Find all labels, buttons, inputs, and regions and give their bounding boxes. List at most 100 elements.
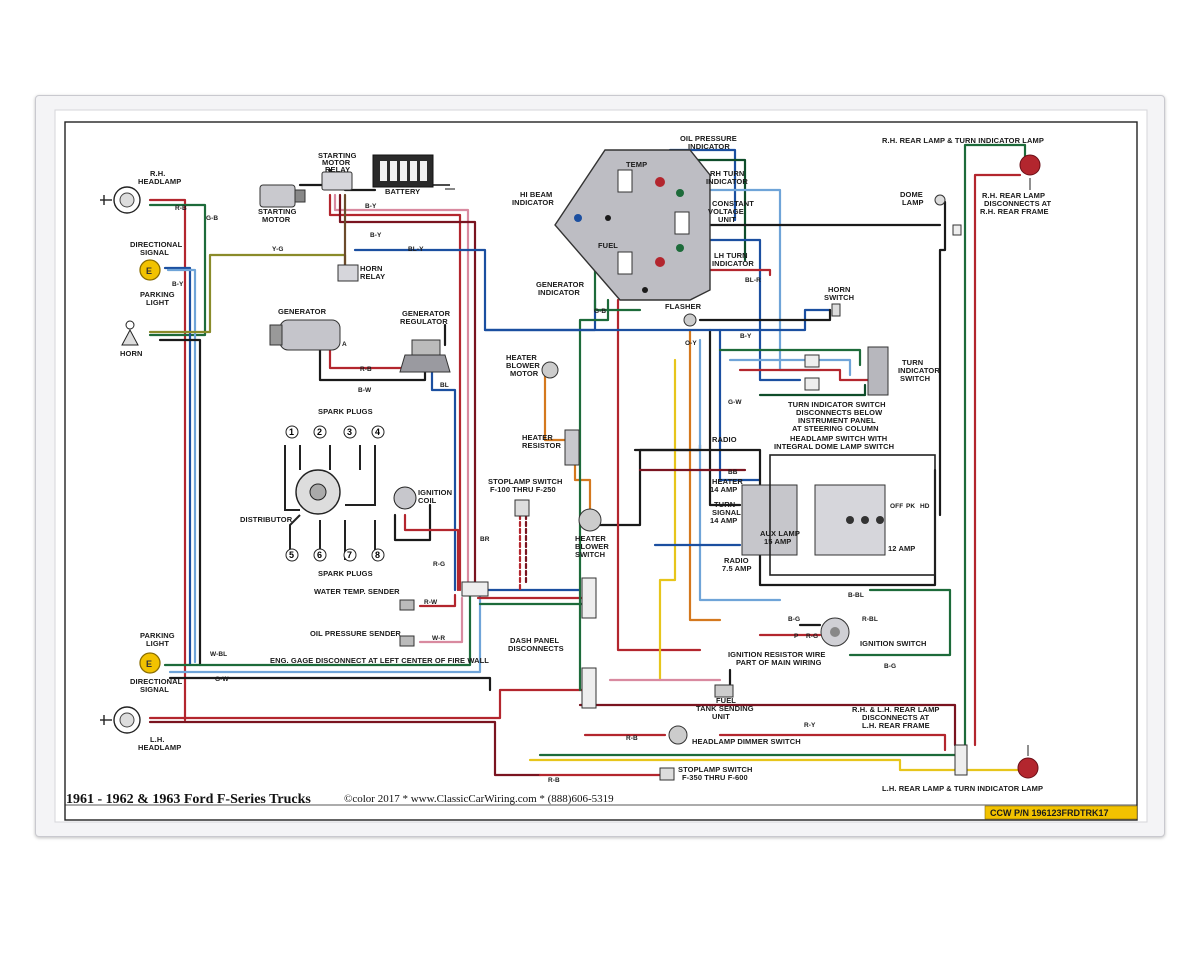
flasher-label: FLASHER — [665, 302, 702, 311]
stoplamp-switch-f350-label: STOPLAMP SWITCH F-350 THRU F-600 — [678, 765, 755, 782]
wire-code: O-Y — [685, 340, 697, 347]
generator-indicator-label: GENERATOR INDICATOR — [536, 280, 586, 297]
wire-code: B-G — [788, 616, 800, 623]
wire-code: R-G — [806, 633, 818, 640]
diagram-frame — [64, 121, 1138, 821]
water-temp-sender-icon — [399, 599, 415, 611]
wire-code: BL — [440, 382, 449, 389]
pk-label: PK — [906, 503, 915, 510]
wire-code: W-BL — [210, 651, 227, 658]
flasher-icon — [683, 313, 697, 327]
off-label: OFF — [890, 503, 903, 510]
lh-rear-lamp-icon — [1017, 745, 1039, 779]
oil-pressure-sender-label: OIL PRESSURE SENDER — [310, 629, 401, 638]
svg-text:E: E — [146, 266, 152, 276]
dome-lamp-label: DOME LAMP — [900, 190, 925, 207]
svg-text:6: 6 — [317, 550, 322, 560]
rh-lh-rear-disconnect-label: R.H. & L.H. REAR LAMP DISCONNECTS AT L.H… — [852, 705, 942, 730]
generator-regulator-label: GENERATOR REGULATOR — [400, 309, 452, 326]
heater-blower-switch-icon — [578, 508, 602, 532]
spark-plugs-top-icons: 1 2 3 4 — [285, 425, 385, 439]
rh-headlamp-icon — [100, 186, 141, 214]
wire-code: B-G — [884, 663, 896, 670]
turn-indicator-switch-label: TURN INDICATOR SWITCH — [898, 358, 942, 383]
wire-code: BL-R — [745, 277, 761, 284]
heater-blower-motor-icon — [541, 361, 559, 379]
wire-code: R-B — [548, 777, 560, 784]
front-parking-light-top-label: PARKING LIGHT — [140, 290, 177, 307]
headlamp-switch-icon — [741, 454, 936, 576]
radio-label: RADIO — [712, 435, 737, 444]
front-directional-signal-bottom-icon: E — [139, 652, 161, 674]
lh-headlamp-icon — [100, 706, 141, 734]
footer-title: 1961 - 1962 & 1963 Ford F-Series Trucks — [66, 792, 311, 807]
ignition-switch-label: IGNITION SWITCH — [860, 639, 927, 648]
aux-lamp-fuse-label: AUX LAMP 15 AMP — [760, 529, 802, 546]
front-directional-signal-bottom-label: DIRECTIONAL SIGNAL — [130, 677, 184, 694]
wire-code: R-G — [433, 561, 445, 568]
part-number-badge — [984, 805, 1138, 820]
lh-rear-lamp-turn-label: L.H. REAR LAMP & TURN INDICATOR LAMP — [882, 784, 1043, 793]
horn-icon — [121, 320, 139, 346]
fuel-tank-sending-unit-icon — [714, 684, 734, 698]
wire-code: Y-G — [272, 246, 284, 253]
wire-code: B-Y — [172, 281, 184, 288]
spark-plugs-bottom-icons: 5 6 7 8 — [285, 548, 385, 562]
svg-text:7: 7 — [347, 550, 352, 560]
heater-blower-switch-label: HEATER BLOWER SWITCH — [575, 534, 611, 559]
oil-pressure-indicator-label: OIL PRESSURE INDICATOR — [680, 134, 739, 151]
footer-credits: ©color 2017 * www.ClassicCarWiring.com *… — [344, 793, 614, 805]
dash-panel-disconnects-label: DASH PANEL DISCONNECTS — [508, 636, 564, 653]
rh-rear-disconnect-connector — [952, 224, 962, 236]
horn-relay-icon — [337, 264, 359, 282]
spark-plugs-bottom-label: SPARK PLUGS — [318, 569, 373, 578]
oil-pressure-sender-icon — [399, 635, 415, 647]
wire-code: B-W — [358, 387, 372, 394]
firewall-connector — [461, 581, 489, 597]
radio-fuse-label: RADIO 7.5 AMP — [722, 556, 752, 573]
rh-rear-lamp-turn-label: R.H. REAR LAMP & TURN INDICATOR LAMP — [882, 136, 1044, 145]
wire-code: R-B — [626, 735, 638, 742]
wire-code: G-B — [206, 215, 218, 222]
distributor-icon — [284, 445, 376, 560]
wire-code: BB — [728, 469, 738, 476]
wire-code: G-B — [594, 308, 606, 315]
generator-regulator-icon — [399, 339, 451, 373]
wire-code: R-BL — [862, 616, 878, 623]
heater-fuse-label: HEATER 14 AMP — [710, 477, 745, 494]
wire-code: W-R — [432, 635, 445, 642]
stoplamp-switch-f100-label: STOPLAMP SWITCH F-100 THRU F-250 — [488, 477, 565, 494]
wire-code: R-Y — [804, 722, 816, 729]
starting-motor-icon — [259, 184, 306, 208]
amp-12-label: 12 AMP — [888, 544, 915, 553]
rh-rear-lamp-disconnect-label: R.H. REAR LAMP DISCONNECTS AT R.H. REAR … — [980, 191, 1053, 216]
stoplamp-switch-f100-icon — [514, 499, 530, 517]
wire-code: B-Y — [740, 333, 752, 340]
ignition-resistor-note: IGNITION RESISTOR WIRE PART OF MAIN WIRI… — [728, 650, 828, 667]
svg-text:3: 3 — [347, 427, 352, 437]
wire-code: G-W — [215, 676, 229, 683]
horn-relay-label: HORN RELAY — [360, 264, 385, 281]
wire-code: R-B — [360, 366, 372, 373]
generator-label: GENERATOR — [278, 307, 327, 316]
svg-text:E: E — [146, 659, 152, 669]
wire-code: B-BL — [848, 592, 864, 599]
starting-motor-relay-icon — [321, 171, 353, 191]
lh-headlamp-label: L.H. HEADLAMP — [138, 735, 181, 752]
fuel-gauge-label: FUEL — [598, 241, 618, 250]
dash-panel-connectors — [581, 577, 597, 709]
heater-resistor-icon — [564, 429, 580, 466]
instrument-cluster-icon — [554, 149, 711, 301]
battery-icon — [372, 154, 455, 190]
horn-label: HORN — [120, 349, 142, 358]
rh-turn-indicator-label: RH TURN INDICATOR — [706, 169, 748, 186]
generator-icon — [269, 319, 341, 351]
wire-code: R-B — [175, 205, 187, 212]
wire-code: BR — [480, 536, 490, 543]
front-directional-signal-top-icon: E — [139, 259, 161, 281]
wire-code: BL-Y — [408, 246, 424, 253]
battery-label: BATTERY — [385, 187, 420, 196]
turn-indicator-switch-icon — [804, 346, 889, 396]
wire-code: P — [794, 633, 799, 640]
